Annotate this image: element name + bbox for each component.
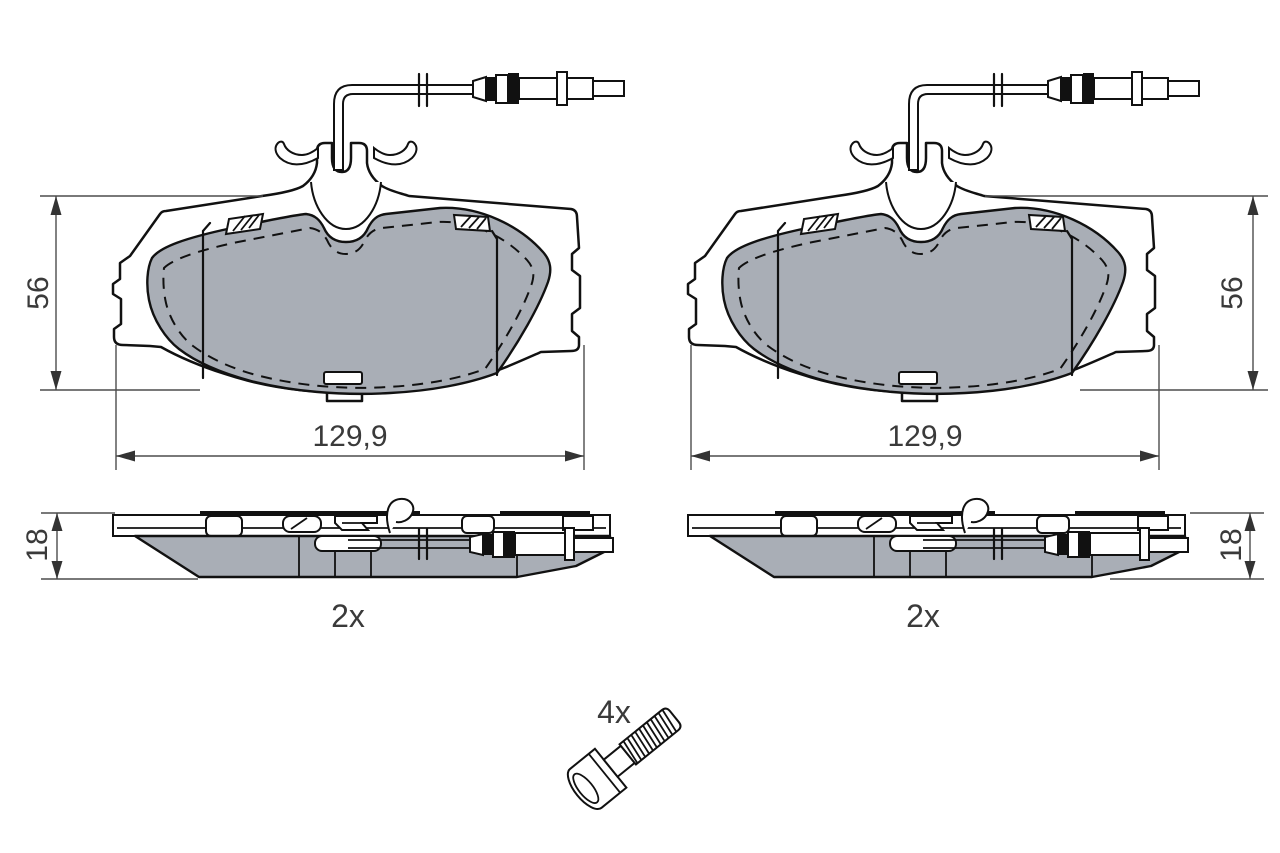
dimension-thickness-right xyxy=(1110,512,1264,580)
height-label-right: 56 xyxy=(1216,276,1249,310)
brake-pad-front-right xyxy=(686,70,1201,403)
width-label-right: 129,9 xyxy=(887,420,963,453)
dimension-height-left xyxy=(40,195,263,391)
dimension-width-right xyxy=(690,345,1160,470)
thickness-label-right: 18 xyxy=(1215,528,1248,562)
pad-quantity-label-right: 2x xyxy=(906,598,940,634)
brake-pad-front-left xyxy=(111,70,626,403)
height-label-left: 56 xyxy=(22,276,55,310)
dimension-height-right xyxy=(985,195,1268,391)
dimension-width-left xyxy=(115,345,585,470)
brake-pad-side-left xyxy=(111,497,615,579)
thickness-label-left: 18 xyxy=(21,528,54,562)
mounting-bolt xyxy=(566,707,682,810)
width-label-left: 129,9 xyxy=(312,420,388,453)
dimension-thickness-left xyxy=(41,512,198,580)
bolt-quantity-label: 4x xyxy=(597,694,631,730)
pad-quantity-label-left: 2x xyxy=(331,598,365,634)
brake-pad-side-right xyxy=(686,497,1190,579)
